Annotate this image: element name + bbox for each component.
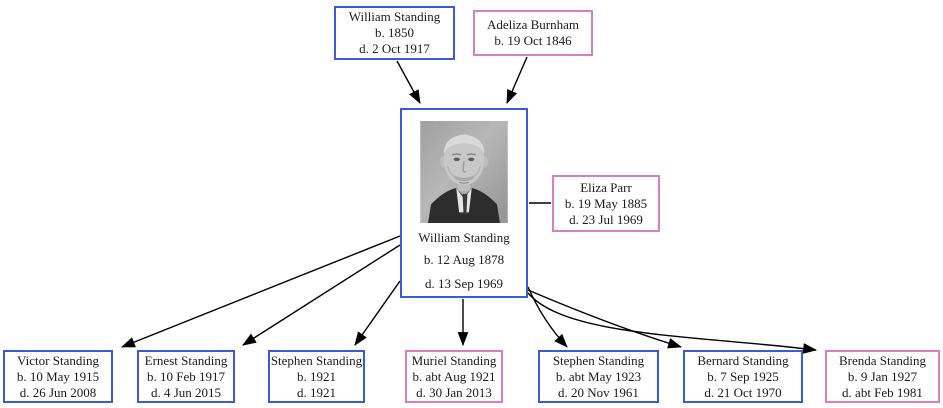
connector-to-child-stephen1	[354, 280, 401, 346]
birth-date: b. 19 May 1885	[564, 195, 648, 211]
connector-to-child-bernard	[527, 289, 683, 349]
death-date: d. 26 Jun 2008	[19, 384, 97, 400]
person-name: Stephen Standing	[552, 352, 645, 368]
person-name: William Standing	[418, 230, 510, 245]
person-name: Adeliza Burnham	[486, 17, 580, 32]
death-date: d. 13 Sep 1969	[425, 276, 503, 291]
death-date: d. abt Feb 1981	[842, 384, 923, 400]
birth-date: b. 7 Sep 1925	[707, 368, 779, 384]
person-box-father[interactable]: William Standing b. 1850 d. 2 Oct 1917	[334, 6, 455, 60]
subject-portrait-photo	[420, 121, 508, 223]
birth-date: b. 1921	[297, 368, 336, 384]
death-date: d. 20 Nov 1961	[558, 384, 639, 400]
person-name: William Standing	[348, 9, 441, 24]
birth-date: b. abt May 1923	[555, 368, 642, 384]
person-name: Bernard Standing	[697, 352, 789, 368]
person-box-mother[interactable]: Adeliza Burnham b. 19 Oct 1846	[473, 10, 593, 56]
birth-date: b. abt Aug 1921	[412, 368, 496, 384]
person-box-child-victor[interactable]: Victor Standing b. 10 May 1915 d. 26 Jun…	[3, 350, 113, 403]
person-name: Muriel Standing	[411, 352, 497, 368]
person-box-spouse[interactable]: Eliza Parr b. 19 May 1885 d. 23 Jul 1969	[552, 175, 660, 232]
connector-to-child-stephen2	[527, 286, 568, 348]
person-box-child-stephen-1[interactable]: Stephen Standing b. 1921 d. 1921	[268, 350, 365, 403]
death-date: d. 1921	[297, 384, 336, 400]
birth-date: b. 10 Feb 1917	[147, 368, 225, 384]
death-date: d. 21 Oct 1970	[704, 384, 782, 400]
person-name: Victor Standing	[17, 352, 99, 368]
death-date: d. 2 Oct 1917	[359, 41, 430, 56]
connector-mother-to-subject	[506, 56, 528, 104]
person-box-subject[interactable]: William Standing b. 12 Aug 1878 d. 13 Se…	[400, 108, 528, 298]
connector-to-child-brenda	[527, 292, 818, 354]
person-name: Ernest Standing	[144, 352, 228, 368]
connector-father-to-subject	[396, 60, 421, 104]
person-box-child-ernest[interactable]: Ernest Standing b. 10 Feb 1917 d. 4 Jun …	[137, 350, 235, 403]
person-box-child-bernard[interactable]: Bernard Standing b. 7 Sep 1925 d. 21 Oct…	[683, 350, 803, 403]
person-box-child-muriel[interactable]: Muriel Standing b. abt Aug 1921 d. 30 Ja…	[405, 350, 503, 403]
birth-date: b. 1850	[375, 25, 414, 40]
death-date: d. 23 Jul 1969	[569, 211, 643, 227]
birth-date: b. 10 May 1915	[16, 368, 100, 384]
person-box-child-stephen-2[interactable]: Stephen Standing b. abt May 1923 d. 20 N…	[538, 350, 659, 403]
connector-to-child-victor	[120, 235, 401, 348]
person-name: Eliza Parr	[580, 179, 632, 195]
connector-to-child-ernest	[242, 244, 401, 346]
birth-date: b. 19 Oct 1846	[494, 33, 572, 48]
person-name: Stephen Standing	[270, 352, 363, 368]
birth-date: b. 12 Aug 1878	[423, 252, 505, 267]
death-date: d. 30 Jan 2013	[416, 384, 492, 400]
person-box-child-brenda[interactable]: Brenda Standing b. 9 Jan 1927 d. abt Feb…	[825, 350, 940, 403]
person-name: Brenda Standing	[838, 352, 926, 368]
birth-date: b. 9 Jan 1927	[847, 368, 918, 384]
death-date: d. 4 Jun 2015	[150, 384, 222, 400]
